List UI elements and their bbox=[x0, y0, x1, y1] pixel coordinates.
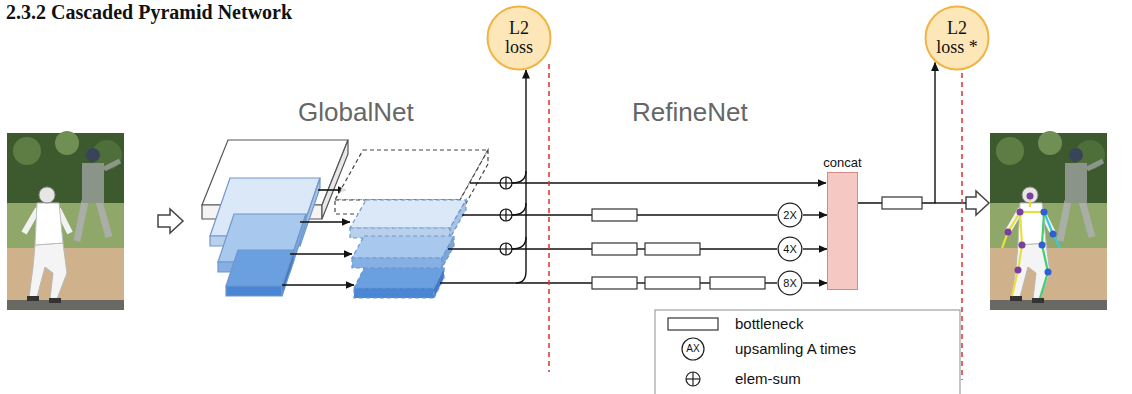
legend-text: upsamling A times bbox=[735, 340, 856, 358]
legend-symbol-text: AX bbox=[686, 343, 699, 355]
node-text: 8X bbox=[783, 277, 796, 289]
bottleneck-block bbox=[592, 197, 922, 289]
network-name: RefineNet bbox=[632, 98, 748, 128]
node-text: 4X bbox=[783, 243, 796, 255]
upsample-circle: 4X bbox=[777, 236, 803, 262]
globalnet-pyramid bbox=[202, 140, 348, 296]
input-photo bbox=[7, 131, 124, 310]
node-text: L2 loss * bbox=[934, 19, 980, 57]
connector bbox=[803, 282, 827, 283]
legend-text: bottleneck bbox=[735, 315, 803, 333]
upsample-circle: 8X bbox=[777, 270, 803, 296]
connector bbox=[803, 214, 827, 215]
node-text: L2 loss bbox=[496, 19, 542, 57]
node-text: 2X bbox=[783, 209, 796, 221]
figure-heading: 2.3.2 Cascaded Pyramid Network bbox=[6, 1, 292, 24]
upsample-circle: 2X bbox=[777, 202, 803, 228]
concat-box: concat bbox=[827, 172, 858, 290]
box-heading: concat bbox=[823, 155, 861, 170]
legend-panel bbox=[655, 310, 960, 394]
elem-sum-symbol bbox=[500, 177, 512, 255]
loss-circle: L2 loss bbox=[486, 5, 552, 71]
feature-wires bbox=[440, 70, 966, 283]
network-name: GlobalNet bbox=[298, 98, 414, 128]
connector bbox=[803, 248, 827, 249]
legend-text: elem-sum bbox=[735, 370, 801, 388]
loss-circle: L2 loss * bbox=[924, 5, 990, 71]
output-photo bbox=[990, 131, 1107, 310]
connector bbox=[858, 63, 935, 203]
dashed-pyramid bbox=[335, 150, 488, 298]
